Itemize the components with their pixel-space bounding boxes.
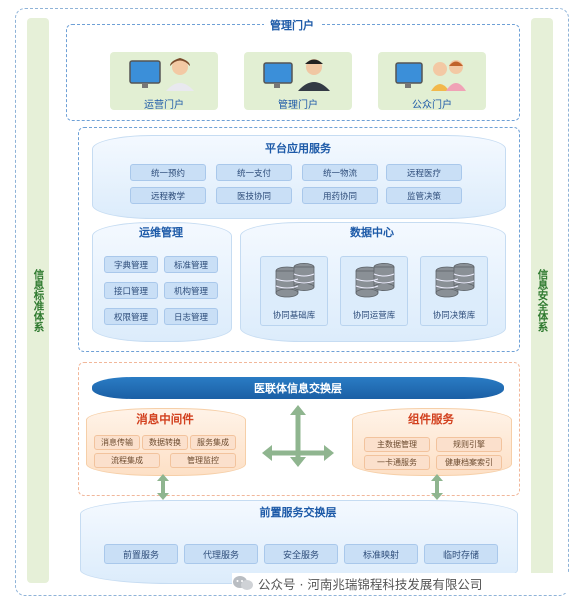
front-chip[interactable]: 安全服务 (264, 544, 338, 564)
exchange-section (78, 362, 520, 496)
portal-card-public[interactable]: 公众门户 (378, 52, 486, 111)
portal-title: 管理门户 (66, 17, 518, 33)
front-chip[interactable]: 临时存储 (424, 544, 498, 564)
db-label: 协同决策库 (432, 311, 476, 321)
mq-title: 消息中间件 (136, 412, 194, 426)
front-chip[interactable]: 代理服务 (184, 544, 258, 564)
ops-chip[interactable]: 接口管理 (104, 282, 158, 299)
platform-title: 平台应用服务 (265, 142, 331, 155)
db-card[interactable]: 协同基础库 (260, 256, 328, 326)
front-cylinder (80, 500, 518, 584)
component-chip[interactable]: 一卡通服务 (364, 455, 430, 470)
portal-card-admin[interactable]: 管理门户 (244, 52, 352, 111)
exchange-bar: 医联体信息交换层 (92, 377, 504, 399)
component-title: 组件服务 (408, 412, 454, 426)
service-chip[interactable]: 医技协同 (216, 187, 292, 204)
datacenter-title: 数据中心 (350, 226, 394, 239)
mq-chip[interactable]: 流程集成 (94, 453, 160, 468)
platform-section (78, 127, 520, 352)
mq-chip[interactable]: 数据转换 (142, 435, 188, 450)
public-users-icon (395, 60, 466, 91)
cross-arrows-icon (262, 405, 334, 467)
db-label: 协同基础库 (272, 311, 316, 321)
footer-text: 公众号 · 河南兆瑞锦程科技发展有限公司 (258, 576, 483, 592)
ops-chip[interactable]: 字典管理 (104, 256, 158, 273)
component-chip[interactable]: 健康档案索引 (436, 455, 502, 470)
ops-chip[interactable]: 机构管理 (164, 282, 218, 299)
db-card[interactable]: 协同运营库 (340, 256, 408, 326)
ops-chip[interactable]: 日志管理 (164, 308, 218, 325)
support-agent-icon (129, 58, 194, 91)
info-standard-system: 信息标准体系 (27, 18, 49, 583)
mq-chip[interactable]: 消息传输 (94, 435, 140, 450)
up-down-arrow-icon (431, 474, 443, 500)
mq-chip[interactable]: 管理监控 (170, 453, 236, 468)
ops-chip[interactable]: 权限管理 (104, 308, 158, 325)
mq-chip[interactable]: 服务集成 (190, 435, 236, 450)
outer-frame (15, 8, 569, 596)
service-chip[interactable]: 统一支付 (216, 164, 292, 181)
database-icon (275, 263, 315, 298)
db-label: 协同运营库 (352, 311, 396, 321)
component-chip[interactable]: 规则引擎 (436, 437, 502, 452)
front-title: 前置服务交换层 (259, 506, 337, 519)
ops-chip[interactable]: 标准管理 (164, 256, 218, 273)
service-chip[interactable]: 统一预约 (130, 164, 206, 181)
front-chip[interactable]: 标准映射 (344, 544, 418, 564)
portal-label: 管理门户 (278, 100, 318, 111)
front-chip[interactable]: 前置服务 (104, 544, 178, 564)
service-chip[interactable]: 远程教学 (130, 187, 206, 204)
portal-label: 公众门户 (412, 100, 452, 111)
service-chip[interactable]: 远程医疗 (386, 164, 462, 181)
wechat-icon (233, 576, 253, 590)
portal-card-ops[interactable]: 运营门户 (110, 52, 218, 111)
component-chip[interactable]: 主数据管理 (364, 437, 430, 452)
admin-user-icon (263, 59, 330, 91)
portal-label: 运营门户 (144, 100, 184, 111)
database-icon (355, 263, 395, 298)
footer-watermark: 公众号 · 河南兆瑞锦程科技发展有限公司 (232, 573, 572, 593)
up-down-arrow-icon (157, 474, 169, 500)
service-chip[interactable]: 统一物流 (302, 164, 378, 181)
info-security-system: 信息安全体系 (531, 18, 553, 583)
service-chip[interactable]: 用药协同 (302, 187, 378, 204)
ops-title: 运维管理 (139, 226, 183, 239)
db-card[interactable]: 协同决策库 (420, 256, 488, 326)
service-chip[interactable]: 监管决策 (386, 187, 462, 204)
database-icon (435, 263, 475, 298)
